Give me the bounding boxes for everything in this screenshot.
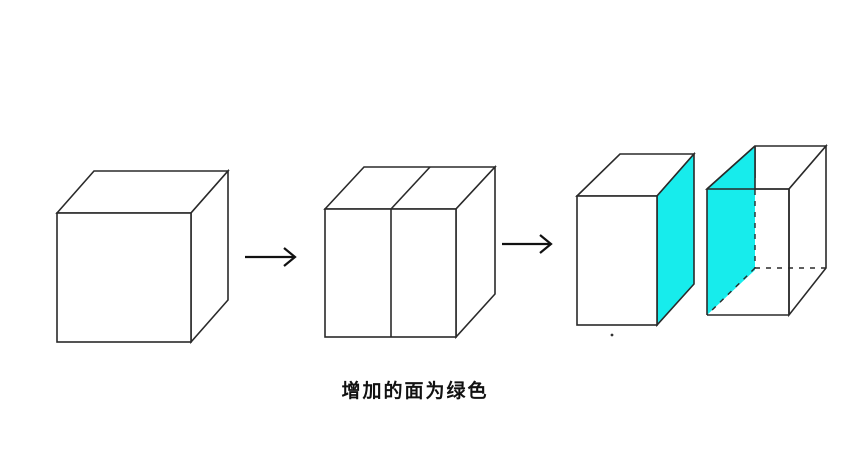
split-left-half (575, 151, 696, 337)
hidden-bottom-diagonal (706, 267, 756, 316)
arrow-1 (245, 247, 297, 267)
original-cube (55, 168, 230, 345)
cube1-front-face (56, 212, 192, 343)
stray-dot (610, 333, 614, 337)
left-half-front-face (576, 195, 658, 326)
cube-with-cut-line (323, 164, 497, 340)
caption: 增加的面为绿色 (341, 380, 489, 402)
split-right-half (704, 143, 828, 318)
right-half-new-face (707, 146, 755, 315)
cube2-cut-line-top (390, 166, 431, 210)
arrow-2 (502, 234, 553, 254)
